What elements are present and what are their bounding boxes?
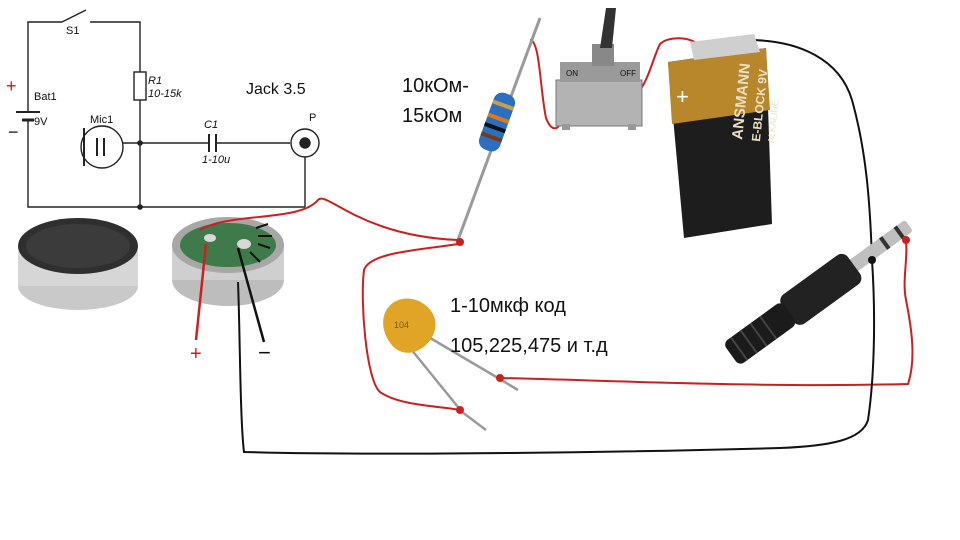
resistor-value: 10-15k [148,88,182,100]
capacitor-label: C1 [204,119,218,131]
mic-label: Mic1 [90,114,113,126]
capacitor-value-line2: 105,225,475 и т.д [450,335,608,357]
resistor-value-line1: 10кОм- [402,75,469,97]
capacitor-value-line1: 1-10мкф код [450,295,566,317]
red-wire-resistor-to-capacitor [361,243,461,411]
jack-title: Jack 3.5 [246,81,306,98]
red-wire-resistor-to-switch [529,39,561,130]
red-wire-capacitor-to-jack [499,239,914,387]
black-wire-ground [237,259,876,455]
battery-plus-sign: + [6,76,17,96]
junction-dot [137,204,143,210]
red-wire-mic-to-resistor [199,197,459,241]
microphone-photo-back [172,217,284,306]
audio-jack-photo [725,220,912,364]
junction-dot [137,140,143,146]
resistor-photo [456,17,542,241]
solder-joint [456,238,464,246]
black-wire-battery-to-jack [747,39,873,261]
red-wire-switch-to-battery [635,37,701,97]
schematic [16,9,320,208]
resistor-label: R1 [148,75,162,87]
capacitor-code: 104 [394,320,409,330]
solder-joint [868,256,876,264]
battery-plus-mark: + [676,84,689,109]
solder-mark-lines [249,223,272,263]
battery-label: Bat1 [34,91,57,103]
battery-minus-sign: − [8,122,19,142]
jack-pin-label: P [309,112,316,124]
solder-joint [496,374,504,382]
battery-chemistry: ALKALINE [766,100,780,144]
resistor-value-line2: 15кОм [402,105,462,127]
battery-photo: + ANSMANN E-BLOCK 9V ALKALINE [668,34,780,238]
switch-label: S1 [66,25,79,37]
mic-plus-label: + [190,343,202,365]
mic-lead-plus [194,243,208,341]
capacitor-value: 1-10u [202,154,230,166]
switch-on-text: ON [566,69,578,78]
microphone-photo-front [18,218,138,310]
mic-lead-minus [236,247,266,343]
toggle-switch-photo: ON OFF [555,8,643,130]
switch-off-text: OFF [620,69,636,78]
solder-joint [902,236,910,244]
solder-joint [456,406,464,414]
battery-voltage: 9V [34,116,48,128]
capacitor-photo: 104 [383,298,519,431]
mic-minus-label: − [258,340,271,365]
